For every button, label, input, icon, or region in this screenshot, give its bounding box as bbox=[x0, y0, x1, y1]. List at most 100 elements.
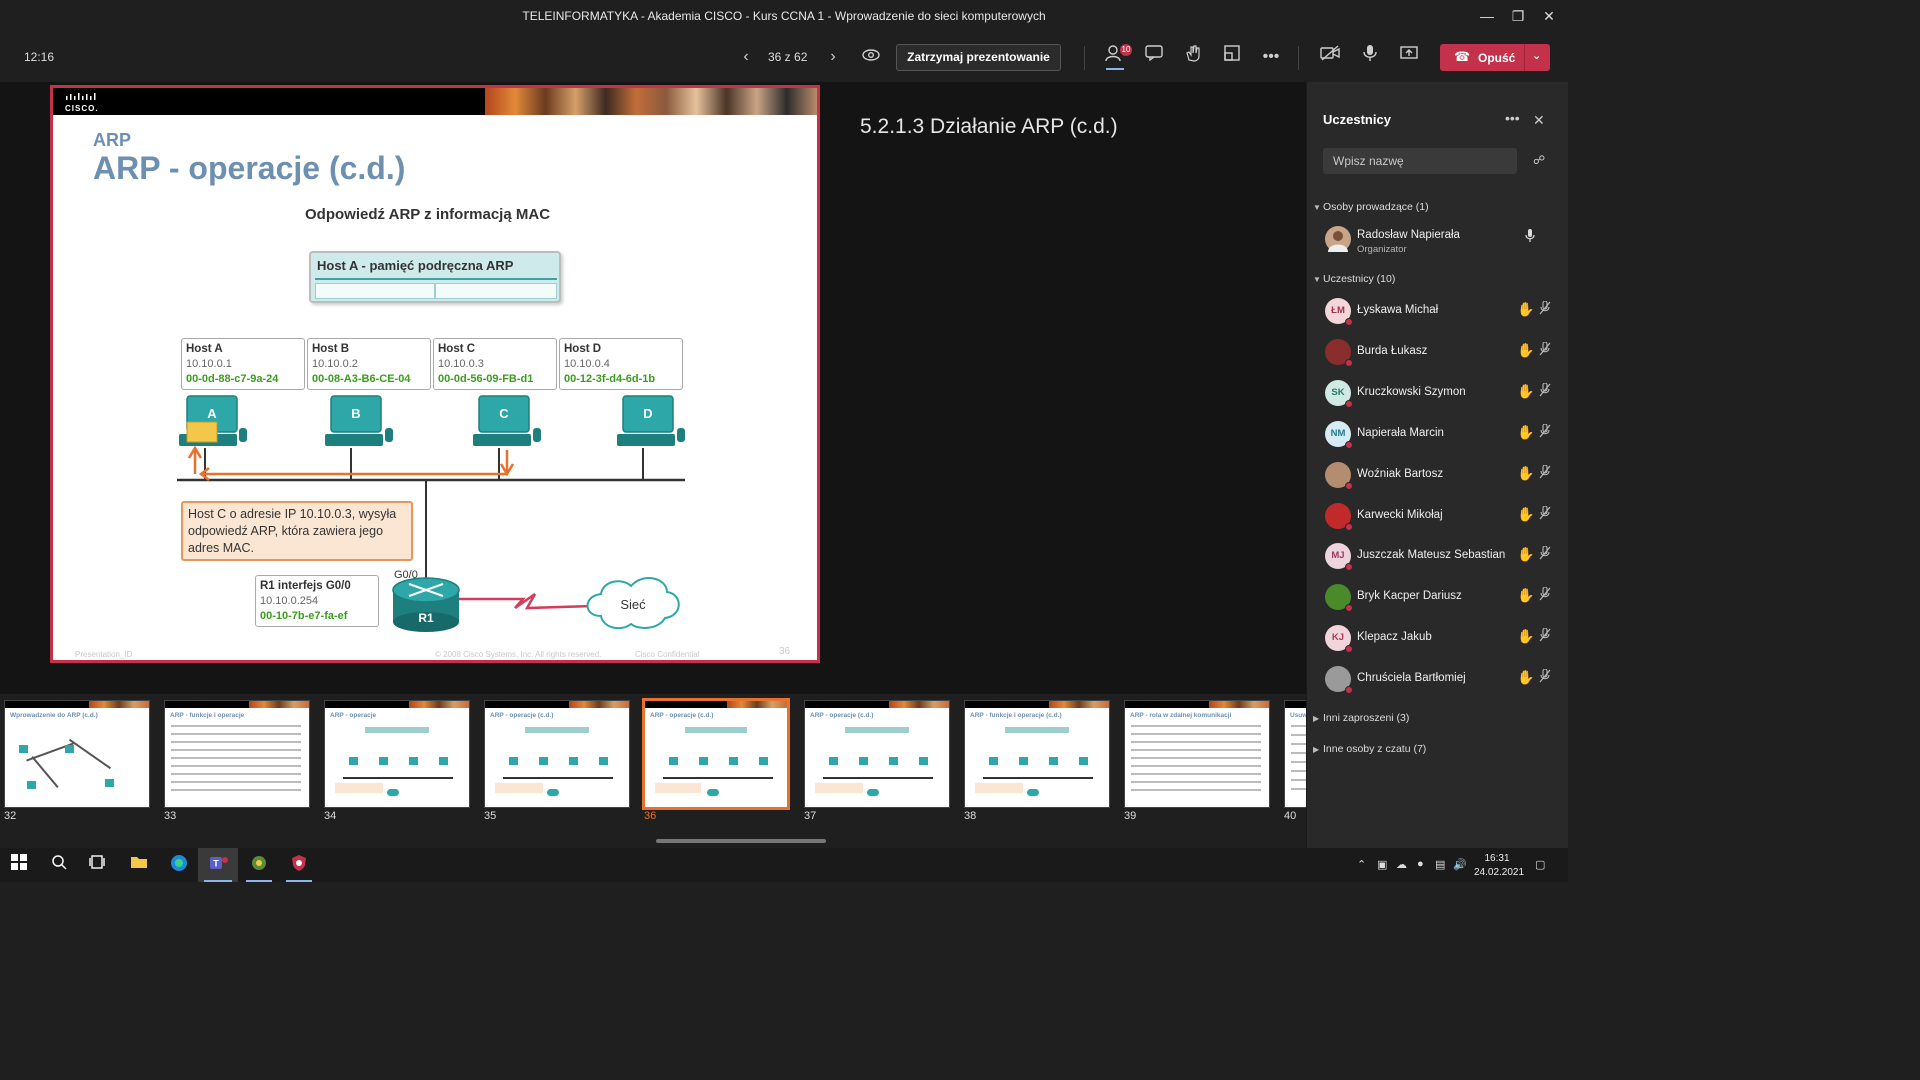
host-card-d: Host D 10.10.0.4 00-12-3f-d4-6d-1b bbox=[559, 338, 683, 390]
arp-cache-cell-mac bbox=[435, 283, 557, 299]
slide-thumbnail[interactable]: ARP - funkcje i operacje bbox=[164, 700, 310, 808]
taskbar-clock[interactable]: 16:31 24.02.2021 bbox=[1474, 852, 1524, 880]
arp-cache-table: Host A - pamięć podręczna ARP bbox=[309, 251, 561, 303]
host-a-mac: 00-0d-88-c7-9a-24 bbox=[186, 373, 279, 385]
arp-cache-cell-ip bbox=[315, 283, 435, 299]
presence-status-icon bbox=[1345, 686, 1353, 695]
slide-thumbnail[interactable]: ARP - operacje (c.d.) bbox=[484, 700, 630, 808]
slide-thumbnails: Wprowadzenie do ARP (c.d.) 32 ARP - funkcj… bbox=[0, 694, 1306, 848]
muted-microphone-icon[interactable] bbox=[1539, 504, 1551, 523]
thumbnail-header bbox=[5, 701, 149, 708]
thumbnail-header bbox=[645, 701, 787, 708]
security-app-icon[interactable] bbox=[288, 854, 310, 876]
attendee-row[interactable]: Karwecki Mikołaj✋ bbox=[1307, 497, 1568, 537]
muted-microphone-icon[interactable] bbox=[1539, 300, 1551, 318]
muted-microphone-icon[interactable] bbox=[1539, 341, 1551, 359]
onedrive-cloud-icon[interactable]: ☁ bbox=[1396, 859, 1407, 871]
slide-thumbnail[interactable]: ARP - operacje bbox=[324, 700, 470, 808]
task-view-icon[interactable] bbox=[86, 854, 108, 876]
camera-off-icon[interactable] bbox=[1317, 44, 1343, 70]
attendee-row[interactable]: Woźniak Bartosz✋ bbox=[1307, 456, 1568, 496]
router-name: R1 interfejs G0/0 bbox=[260, 580, 351, 592]
participants-badge: 10 bbox=[1120, 44, 1132, 56]
presenter-row[interactable]: Radosław Napierała Organizator bbox=[1307, 220, 1568, 260]
tray-device-icon[interactable]: ▣ bbox=[1377, 859, 1388, 871]
host-b-ip: 10.10.0.2 bbox=[312, 358, 358, 370]
search-participants-input[interactable] bbox=[1323, 148, 1517, 174]
other-chat-section[interactable]: ▶Inne osoby z czatu (7) bbox=[1313, 743, 1426, 755]
router-port-label: G0/0 bbox=[394, 569, 418, 581]
share-screen-icon[interactable] bbox=[1396, 44, 1422, 70]
other-invited-section[interactable]: ▶Inni zaproszeni (3) bbox=[1313, 712, 1409, 724]
raised-hand-icon: ✋ bbox=[1517, 546, 1535, 563]
close-window-icon[interactable]: ✕ bbox=[1543, 8, 1555, 24]
attendee-row[interactable]: Chruściela Bartłomiej✋ bbox=[1307, 660, 1568, 700]
thumbnail-scrollbar[interactable] bbox=[656, 839, 826, 843]
tray-chevron-up-icon[interactable]: ⌃ bbox=[1357, 859, 1367, 871]
presenters-section-header[interactable]: ▼Osoby prowadzące (1) bbox=[1313, 201, 1429, 213]
network-icon[interactable]: ▤ bbox=[1435, 859, 1446, 871]
packet-tracer-icon[interactable] bbox=[248, 854, 270, 876]
participants-icon[interactable] bbox=[1102, 44, 1128, 70]
edge-browser-icon[interactable] bbox=[168, 854, 190, 876]
leave-button[interactable]: ☎ Opuść ⌄ bbox=[1440, 44, 1550, 71]
minimize-icon[interactable]: — bbox=[1480, 8, 1494, 24]
slide-thumbnail[interactable]: ARP - operacje (c.d.) bbox=[804, 700, 950, 808]
muted-microphone-icon[interactable] bbox=[1539, 545, 1551, 563]
slide-thumbnail[interactable]: Usuwa bbox=[1284, 700, 1306, 808]
notifications-icon[interactable]: ▢ bbox=[1535, 859, 1546, 871]
share-link-icon[interactable]: ☍ bbox=[1533, 153, 1546, 167]
computer-a-letter: A bbox=[207, 406, 217, 421]
cloud-label: Sieć bbox=[620, 597, 646, 612]
computer-b-letter: B bbox=[351, 406, 360, 421]
thumbnail-number: 32 bbox=[4, 810, 17, 822]
attendee-row[interactable]: Bryk Kacper Dariusz✋ bbox=[1307, 578, 1568, 618]
raise-hand-icon[interactable] bbox=[1180, 44, 1206, 70]
restore-icon[interactable]: ❐ bbox=[1511, 8, 1525, 24]
attendees-section-header[interactable]: ▼Uczestnicy (10) bbox=[1313, 273, 1395, 285]
slide-thumbnail[interactable]: Wprowadzenie do ARP (c.d.) bbox=[4, 700, 150, 808]
slide-thumbnail[interactable]: ARP - operacje (c.d.) bbox=[642, 698, 790, 810]
file-explorer-icon[interactable] bbox=[128, 854, 150, 876]
previous-slide-icon[interactable]: ‹ bbox=[743, 48, 749, 65]
next-slide-icon[interactable]: › bbox=[830, 48, 836, 65]
muted-microphone-icon[interactable] bbox=[1539, 423, 1551, 441]
arp-cache-title: Host A - pamięć podręczna ARP bbox=[317, 258, 514, 273]
muted-microphone-icon[interactable] bbox=[1539, 464, 1551, 482]
raised-hand-icon: ✋ bbox=[1517, 423, 1535, 440]
packet-tracer-running-indicator bbox=[246, 880, 272, 882]
slide-thumbnail[interactable]: ARP - funkcje i operacje (c.d.) bbox=[964, 700, 1110, 808]
more-options-icon[interactable]: ••• bbox=[1262, 48, 1280, 65]
muted-microphone-icon[interactable] bbox=[1539, 382, 1551, 400]
muted-microphone-icon[interactable] bbox=[1539, 668, 1551, 686]
windows-start-icon[interactable] bbox=[8, 854, 30, 876]
volume-icon[interactable]: 🔊 bbox=[1453, 859, 1467, 871]
microphone-icon[interactable] bbox=[1357, 44, 1383, 70]
caret-right-icon: ▶ bbox=[1313, 745, 1320, 754]
chevron-down-icon[interactable]: ⌄ bbox=[1532, 50, 1542, 62]
muted-microphone-icon[interactable] bbox=[1539, 627, 1551, 645]
attendee-row[interactable]: Burda Łukasz✋ bbox=[1307, 333, 1568, 373]
teams-icon[interactable]: T bbox=[208, 854, 230, 876]
panel-close-icon[interactable]: ✕ bbox=[1533, 112, 1545, 128]
chat-icon[interactable] bbox=[1141, 44, 1167, 70]
eye-icon[interactable] bbox=[858, 44, 884, 70]
slide-thumbnail[interactable]: ARP - rola w zdalnej komunikacji bbox=[1124, 700, 1270, 808]
attendee-name: Woźniak Bartosz bbox=[1357, 467, 1444, 480]
rooms-icon[interactable] bbox=[1219, 44, 1245, 70]
slide-section: ARP bbox=[93, 130, 132, 150]
raised-hand-icon: ✋ bbox=[1517, 587, 1535, 604]
host-card-b: Host B 10.10.0.2 00-08-A3-B6-CE-04 bbox=[307, 338, 431, 390]
stop-presenting-button[interactable]: Zatrzymaj prezentowanie bbox=[896, 44, 1061, 71]
search-icon[interactable] bbox=[48, 854, 70, 876]
host-c-mac: 00-0d-56-09-FB-d1 bbox=[438, 373, 534, 385]
tray-microphone-icon[interactable]: ● bbox=[1417, 858, 1424, 870]
thumbnail-number: 40 bbox=[1284, 810, 1297, 822]
muted-microphone-icon[interactable] bbox=[1539, 586, 1551, 604]
panel-more-icon[interactable]: ••• bbox=[1505, 110, 1520, 126]
